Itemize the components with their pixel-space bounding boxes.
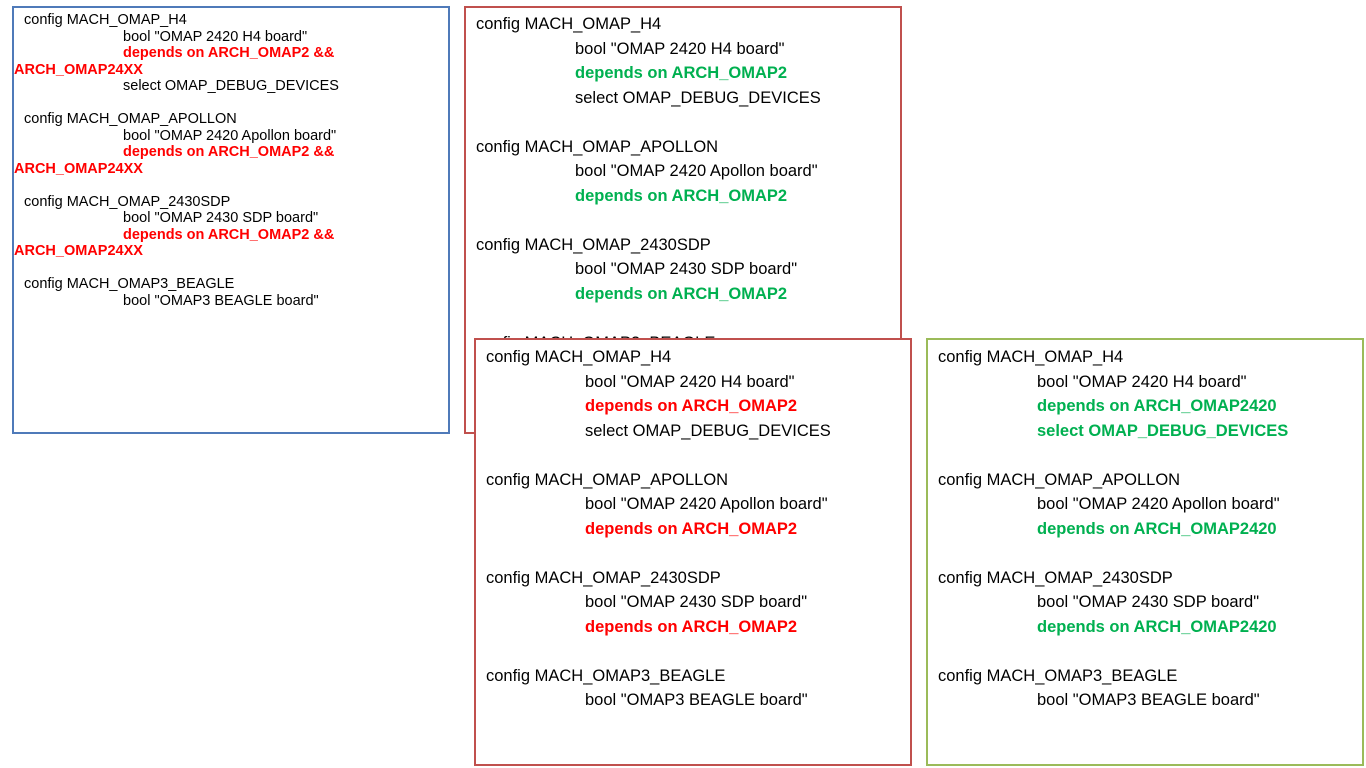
config-line: config MACH_OMAP_2430SDP <box>24 193 231 210</box>
config-line: config MACH_OMAP_2430SDP <box>486 568 721 587</box>
config-line: ARCH_OMAP24XX <box>14 160 143 177</box>
config-line: bool "OMAP 2420 H4 board" <box>575 39 785 58</box>
blank-line <box>24 260 448 277</box>
config-line: bool "OMAP3 BEAGLE board" <box>1037 691 1260 709</box>
config-line: config MACH_OMAP_H4 <box>938 348 1124 366</box>
config-line: bool "OMAP 2420 Apollon board" <box>585 495 828 513</box>
config-line: depends on ARCH_OMAP2 <box>575 64 788 82</box>
config-line: bool "OMAP 2420 Apollon board" <box>575 162 818 180</box>
blank-line <box>486 639 910 664</box>
config-line: ARCH_OMAP24XX <box>14 243 143 259</box>
config-line: config MACH_OMAP_APOLLON <box>24 111 237 127</box>
config-line: select OMAP_DEBUG_DEVICES <box>1037 421 1289 440</box>
config-line: config MACH_OMAP3_BEAGLE <box>938 666 1178 685</box>
config-line: bool "OMAP 2420 Apollon board" <box>1037 495 1280 513</box>
config-line: config MACH_OMAP_2430SDP <box>476 235 711 254</box>
blank-line <box>938 443 1362 468</box>
config-line: config MACH_OMAP_APOLLON <box>476 137 719 156</box>
config-line: bool "OMAP 2420 H4 board" <box>123 28 308 45</box>
config-line: config MACH_OMAP3_BEAGLE <box>24 276 235 292</box>
config-line: bool "OMAP 2420 H4 board" <box>585 372 795 391</box>
config-line: config MACH_OMAP_2430SDP <box>938 568 1173 587</box>
config-line: depends on ARCH_OMAP2420 <box>1037 519 1277 538</box>
config-line: bool "OMAP 2430 SDP board" <box>1037 593 1260 611</box>
config-line: depends on ARCH_OMAP2 && <box>123 45 335 61</box>
config-line: depends on ARCH_OMAP2 <box>585 519 798 538</box>
config-line: depends on ARCH_OMAP2420 <box>1037 617 1277 636</box>
blank-line <box>486 541 910 566</box>
blank-line <box>476 208 900 233</box>
blank-line <box>24 177 448 194</box>
config-line: bool "OMAP 2420 Apollon board" <box>123 127 337 144</box>
blank-line <box>24 95 448 112</box>
config-line: bool "OMAP 2430 SDP board" <box>585 593 808 611</box>
config-line: depends on ARCH_OMAP2 <box>575 186 788 205</box>
blank-line <box>476 110 900 135</box>
config-line: config MACH_OMAP_H4 <box>476 15 662 33</box>
config-line: depends on ARCH_OMAP2420 <box>1037 397 1277 415</box>
config-line: config MACH_OMAP_H4 <box>24 12 187 28</box>
blank-line <box>476 306 900 331</box>
config-line: depends on ARCH_OMAP2 <box>585 397 798 415</box>
config-line: depends on ARCH_OMAP2 <box>575 284 788 303</box>
config-line: select OMAP_DEBUG_DEVICES <box>123 78 339 94</box>
config-line: depends on ARCH_OMAP2 && <box>123 226 335 243</box>
blank-line <box>938 639 1362 664</box>
blank-line <box>486 443 910 468</box>
config-line: bool "OMAP 2430 SDP board" <box>123 210 319 226</box>
config-line: bool "OMAP3 BEAGLE board" <box>585 691 808 709</box>
config-line: bool "OMAP 2420 H4 board" <box>1037 372 1247 391</box>
config-line: config MACH_OMAP_APOLLON <box>486 470 729 489</box>
config-line: depends on ARCH_OMAP2 <box>585 617 798 636</box>
config-line: config MACH_OMAP3_BEAGLE <box>486 666 726 685</box>
config-line: select OMAP_DEBUG_DEVICES <box>575 88 821 107</box>
blank-line <box>938 541 1362 566</box>
config-line: config MACH_OMAP_APOLLON <box>938 470 1181 489</box>
config-line: ARCH_OMAP24XX <box>14 61 143 78</box>
config-line: select OMAP_DEBUG_DEVICES <box>585 421 831 440</box>
config-line: config MACH_OMAP_H4 <box>486 348 672 366</box>
config-line: bool "OMAP3 BEAGLE board" <box>123 292 319 309</box>
config-line: depends on ARCH_OMAP2 && <box>123 144 335 160</box>
config-line: bool "OMAP 2430 SDP board" <box>575 260 798 278</box>
